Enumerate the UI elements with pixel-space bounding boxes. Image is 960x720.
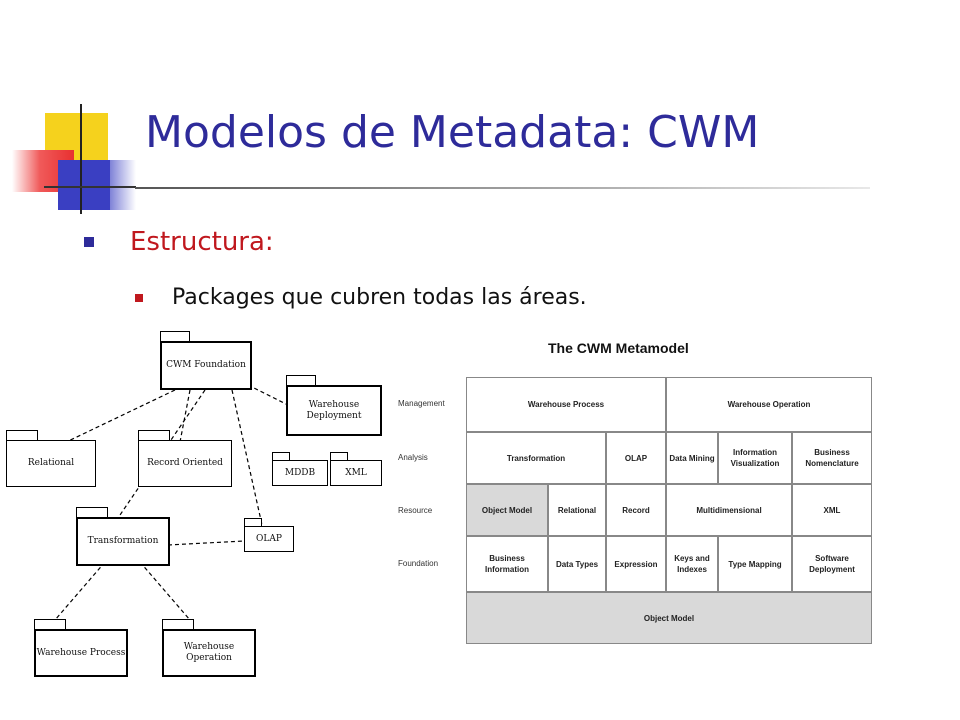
cell-xml: XML <box>792 484 872 536</box>
cell-software-deployment: Software Deployment <box>792 536 872 592</box>
cell-data-mining: Data Mining <box>666 432 718 484</box>
cell-keys-and-indexes: Keys and Indexes <box>666 536 718 592</box>
cell-record: Record <box>606 484 666 536</box>
pkg-olap: OLAP <box>244 526 294 552</box>
cell-expression: Expression <box>606 536 666 592</box>
slide-title: Modelos de Metadata: CWM <box>145 107 760 158</box>
pkg-warehouse-operation: Warehouse Operation <box>162 629 256 677</box>
title-divider <box>135 187 870 189</box>
logo-blue-fade <box>96 160 136 210</box>
pkg-record-oriented: Record Oriented <box>138 440 232 487</box>
cell-information-visualization: Information Visualization <box>718 432 792 484</box>
package-connectors <box>54 384 289 621</box>
bullet-square-icon <box>84 237 94 247</box>
cell-data-types: Data Types <box>548 536 606 592</box>
cell-object-model: Object Model <box>466 484 548 536</box>
cell-business-nomenclature: Business Nomenclature <box>792 432 872 484</box>
logo-vertical-line <box>80 104 82 214</box>
pkg-xml: XML <box>330 460 382 486</box>
logo-horizontal-line <box>44 186 136 188</box>
pkg-warehouse-deployment: Warehouse Deployment <box>286 385 382 436</box>
layer-analysis: Analysis <box>398 453 428 462</box>
cell-warehouse-process: Warehouse Process <box>466 377 666 432</box>
cell-warehouse-operation: Warehouse Operation <box>666 377 872 432</box>
cell-type-mapping: Type Mapping <box>718 536 792 592</box>
sub-bullet-square-icon <box>135 294 143 302</box>
layer-management: Management <box>398 399 445 408</box>
pkg-relational: Relational <box>6 440 96 487</box>
layer-resource: Resource <box>398 506 433 515</box>
cell-olap: OLAP <box>606 432 666 484</box>
cell-object-model-base: Object Model <box>466 592 872 644</box>
layer-foundation: Foundation <box>398 559 439 568</box>
sub-bullet-packages: Packages que cubren todas las áreas. <box>172 285 587 310</box>
pkg-cwm-foundation: CWM Foundation <box>160 341 252 390</box>
pkg-mddb: MDDB <box>272 460 328 486</box>
bullet-estructura: Estructura: <box>130 227 274 257</box>
cell-multidimensional: Multidimensional <box>666 484 792 536</box>
pkg-warehouse-process: Warehouse Process <box>34 629 128 677</box>
cell-relational: Relational <box>548 484 606 536</box>
cell-transformation: Transformation <box>466 432 606 484</box>
pkg-transformation: Transformation <box>76 517 170 566</box>
cell-business-information: Business Information <box>466 536 548 592</box>
metamodel-title: The CWM Metamodel <box>548 340 689 356</box>
